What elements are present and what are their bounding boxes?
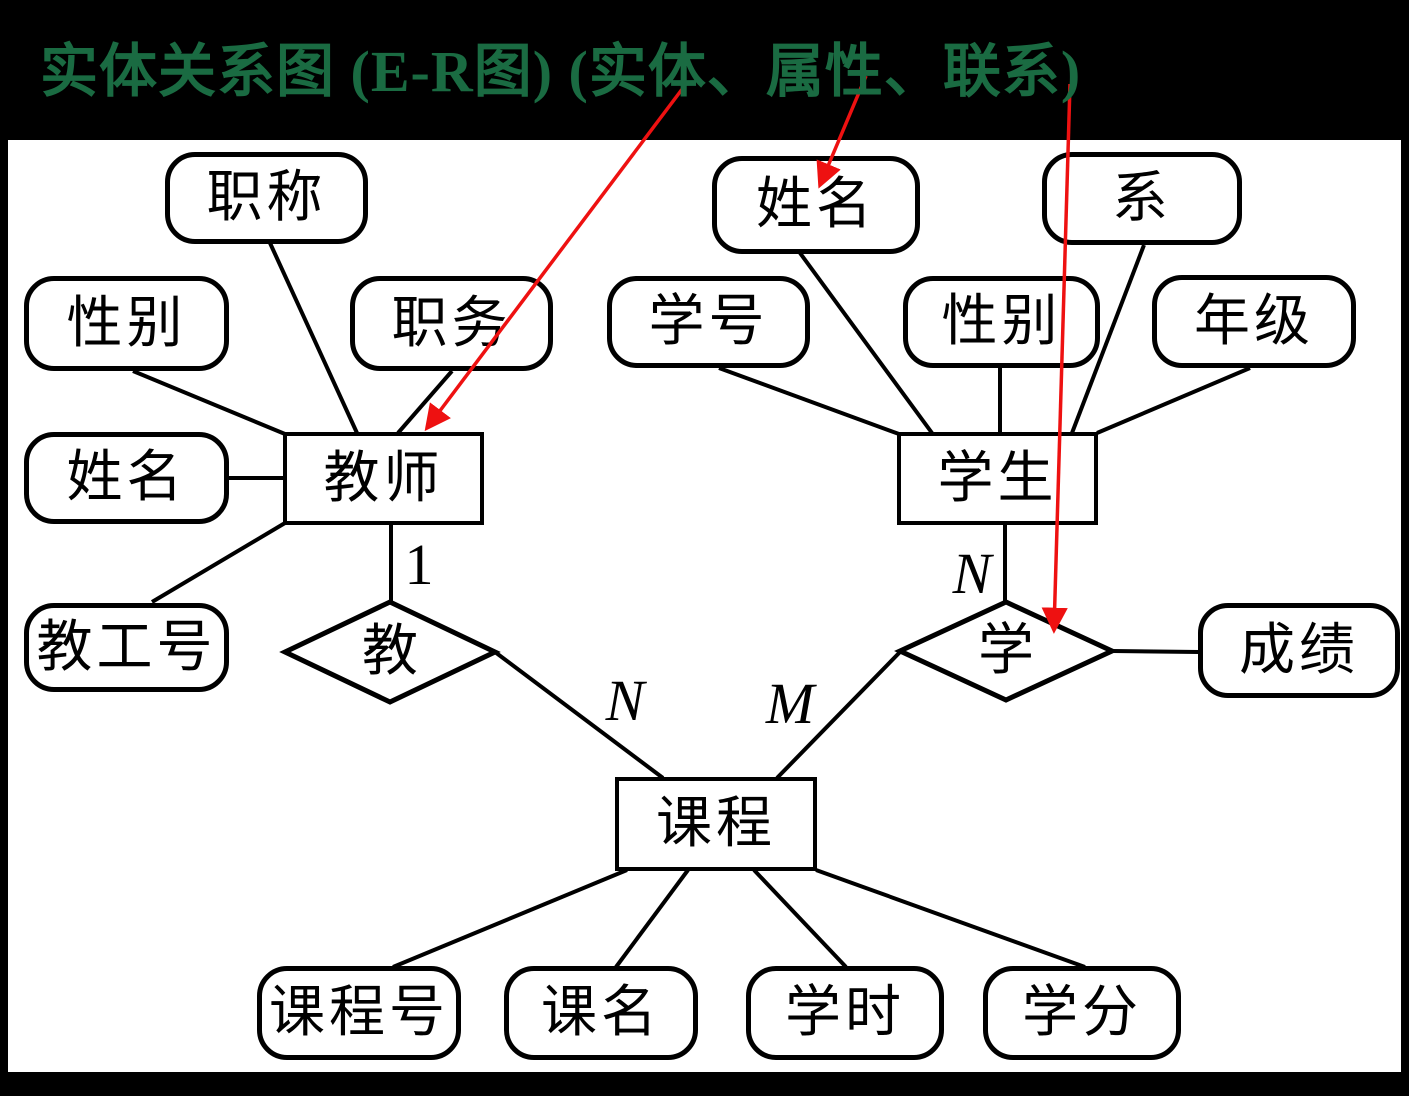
connector-line	[775, 649, 903, 780]
connector-line	[752, 868, 848, 969]
cardinality-study-course: M	[765, 671, 815, 736]
connector-line	[718, 366, 900, 436]
entity-teacher: 教师	[283, 432, 484, 525]
cardinality-study-student: N	[952, 541, 992, 606]
attribute-teacher-gender: 性别	[24, 276, 229, 371]
annotation-arrow-entity	[424, 82, 688, 432]
connector-line	[815, 868, 1086, 969]
connector-line	[132, 369, 286, 436]
connector-line	[268, 242, 359, 434]
attribute-student-id: 学号	[607, 276, 810, 368]
entity-student: 学生	[897, 432, 1098, 525]
attribute-student-department: 系	[1042, 152, 1242, 245]
connector-line	[392, 868, 628, 969]
entity-course: 课程	[615, 777, 817, 871]
attribute-student-gender: 性别	[903, 276, 1100, 368]
cardinality-teach-course: N	[605, 668, 645, 733]
attribute-student-grade: 年级	[1152, 275, 1356, 368]
connector-line	[396, 369, 454, 435]
connector-line	[1111, 649, 1200, 654]
annotation-arrow-relationship	[1041, 83, 1072, 634]
connector-line	[1070, 244, 1146, 434]
relationship-teach-diamond	[279, 599, 501, 705]
connector-line	[614, 868, 690, 969]
attribute-teacher-title: 职称	[165, 152, 368, 244]
attribute-course-hours: 学时	[746, 966, 944, 1060]
connector-line	[493, 650, 665, 780]
attribute-student-name: 姓名	[712, 156, 920, 254]
relationship-study-label: 学	[978, 620, 1034, 682]
cardinality-teach-teacher: 1	[404, 532, 434, 597]
relationship-teach-label: 教	[362, 621, 418, 683]
attribute-course-credits: 学分	[983, 966, 1181, 1060]
annotation-arrow-attribute	[816, 75, 868, 189]
attribute-study-score: 成绩	[1198, 603, 1400, 698]
slide-title: 实体关系图 (E-R图) (实体、属性、联系)	[40, 39, 1082, 104]
attribute-course-id: 课程号	[257, 966, 461, 1060]
attribute-teacher-id: 教工号	[24, 603, 229, 692]
attribute-teacher-position: 职务	[350, 276, 553, 371]
connector-line	[798, 251, 934, 435]
attribute-teacher-name: 姓名	[24, 432, 229, 524]
connector-line	[1096, 366, 1251, 435]
connector-line	[150, 521, 287, 604]
attribute-course-name: 课名	[504, 966, 698, 1060]
